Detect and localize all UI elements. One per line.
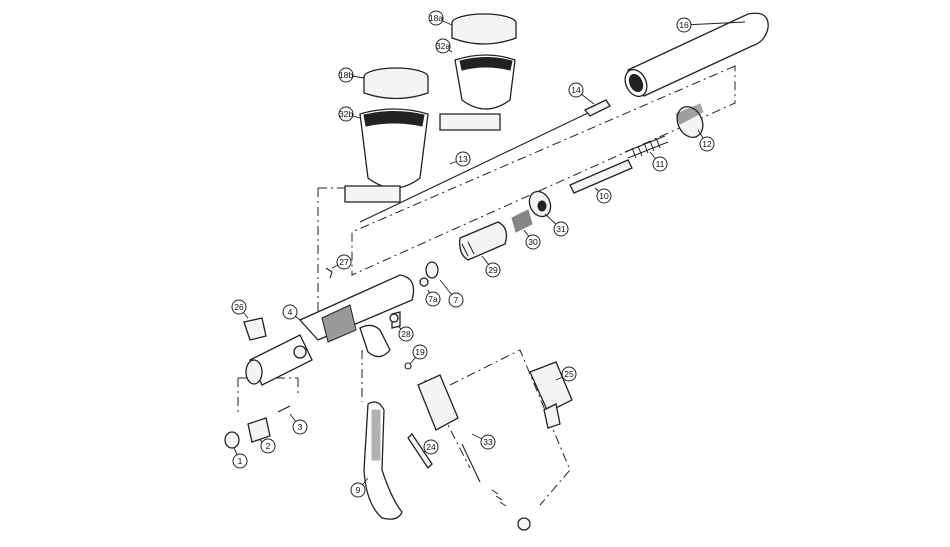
- callout-2: 2: [261, 439, 275, 453]
- callout-14: 14: [569, 83, 583, 97]
- callout-label: 13: [458, 154, 468, 164]
- callout-label: 10: [599, 191, 609, 201]
- callout-18a: 18a: [429, 11, 443, 25]
- callout-32a: 32a: [436, 39, 450, 53]
- callout-label: 9: [356, 485, 361, 495]
- callout-label: 7a: [428, 294, 438, 304]
- callout-label: 29: [488, 265, 498, 275]
- callout-label: 27: [339, 257, 349, 267]
- callout-label: 12: [702, 139, 712, 149]
- callout-28: 28: [399, 327, 413, 341]
- callout-label: 14: [571, 85, 581, 95]
- callout-label: 31: [556, 224, 566, 234]
- callout-label: 3: [298, 422, 303, 432]
- callout-label: 32a: [436, 41, 450, 51]
- callout-label: 24: [426, 442, 436, 452]
- callout-19: 19: [413, 345, 427, 359]
- callout-label: 2: [266, 441, 271, 451]
- callout-25: 25: [562, 367, 576, 381]
- callout-label: 4: [288, 307, 293, 317]
- callout-label: 33: [483, 437, 493, 447]
- callout-24: 24: [424, 440, 438, 454]
- callout-label: 1: [238, 456, 243, 466]
- callout-29: 29: [486, 263, 500, 277]
- needle-chucking-nut: [672, 102, 707, 141]
- callout-label: 11: [656, 159, 665, 169]
- color-cup-small: [345, 68, 428, 202]
- handle-part: [621, 13, 768, 100]
- callout-12: 12: [700, 137, 714, 151]
- callout-label: 18a: [429, 13, 443, 23]
- callout-label: 19: [415, 347, 425, 357]
- callout-3: 3: [293, 420, 307, 434]
- spring-guide-part: [570, 160, 632, 193]
- callout-16: 16: [677, 18, 691, 32]
- callout-7: 7: [449, 293, 463, 307]
- callout-10: 10: [597, 189, 611, 203]
- callout-9: 9: [351, 483, 365, 497]
- callout-label: 28: [401, 329, 411, 339]
- callout-label: 16: [679, 20, 689, 30]
- spring-part: [625, 136, 668, 158]
- callout-label: 30: [528, 237, 538, 247]
- callout-label: 26: [234, 302, 244, 312]
- callout-4: 4: [283, 305, 297, 319]
- callout-32b: 32b: [339, 107, 353, 121]
- callout-27: 27: [337, 255, 351, 269]
- callout-label: 32b: [339, 109, 353, 119]
- callout-18b: 18b: [339, 68, 353, 82]
- callout-label: 25: [564, 369, 574, 379]
- callout-30: 30: [526, 235, 540, 249]
- callout-13: 13: [456, 152, 470, 166]
- callout-33: 33: [481, 435, 495, 449]
- callout-label: 7: [454, 295, 459, 305]
- airbrush-body: [246, 275, 414, 385]
- callout-7a: 7a: [426, 292, 440, 306]
- callout-26: 26: [232, 300, 246, 314]
- color-cup-large: [440, 14, 516, 130]
- callout-label: 18b: [339, 70, 353, 80]
- callout-1: 1: [233, 454, 247, 468]
- callout-11: 11: [653, 157, 667, 171]
- callout-31: 31: [554, 222, 568, 236]
